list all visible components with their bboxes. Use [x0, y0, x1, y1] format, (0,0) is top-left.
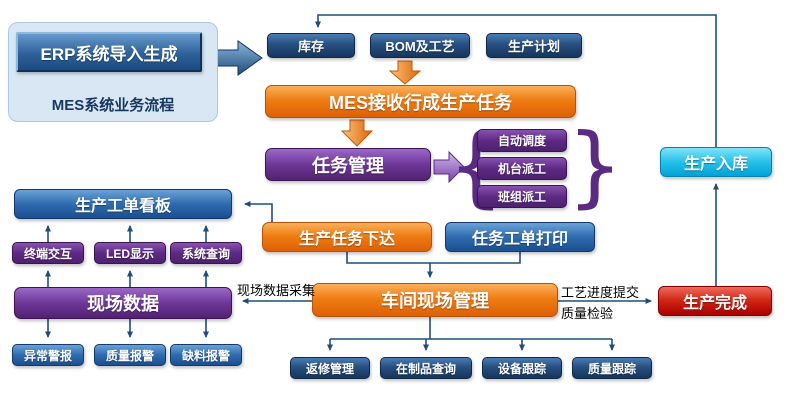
node-equipment-tracking: 设备跟踪	[482, 357, 562, 379]
edge-release-print-join	[346, 252, 521, 264]
node-work-order-print: 任务工单打印	[445, 222, 595, 252]
label-field-data-collection: 现场数据采集	[237, 283, 316, 298]
node-material-alarm: 缺料报警	[170, 344, 242, 366]
node-task-release: 生产任务下达	[262, 222, 432, 252]
node-production-inbound: 生产入库	[660, 147, 772, 177]
node-production-complete: 生产完成	[658, 286, 772, 316]
node-wip-query: 在制品查询	[380, 357, 472, 379]
node-production-plan: 生产计划	[486, 33, 582, 58]
node-machine-dispatch: 机台派工	[477, 157, 567, 180]
node-repair-management: 返修管理	[290, 357, 370, 379]
edge-release-to-kanban	[244, 201, 273, 222]
node-abnormal-alarm: 异常警报	[12, 344, 84, 366]
edge-workshop-fanout	[330, 317, 612, 340]
node-inventory: 库存	[267, 33, 355, 58]
node-terminal-interaction: 终端交互	[12, 242, 84, 264]
edge-inbound-to-inventory	[315, 14, 717, 147]
node-mes-receive: MES接收行成生产任务	[265, 85, 576, 118]
erp-source-label: ERP系统导入生成	[40, 44, 178, 64]
node-workshop-management: 车间现场管理	[312, 283, 558, 317]
node-team-dispatch: 班组派工	[477, 185, 567, 208]
label-quality-inspection: 质量检验	[561, 306, 614, 321]
top-to-mes-arrow	[388, 60, 422, 85]
node-work-order-kanban: 生产工单看板	[14, 189, 232, 219]
node-auto-schedule: 自动调度	[477, 129, 567, 152]
node-quality-tracking: 质量跟踪	[572, 357, 652, 379]
label-process-progress-submit: 工艺进度提交	[561, 285, 640, 300]
node-erp-source: ERP系统导入生成	[16, 32, 202, 72]
connector-lines	[45, 14, 719, 351]
brace-right: }	[567, 114, 623, 217]
node-bom-process: BOM及工艺	[370, 33, 470, 58]
flow-arrows	[203, 40, 465, 184]
task-to-dispatch-arrow	[433, 150, 465, 184]
mes-to-task-arrow	[340, 119, 374, 147]
node-field-data: 现场数据	[14, 287, 232, 319]
node-led-display: LED显示	[94, 242, 166, 264]
diagram-title: MES系统业务流程	[51, 97, 175, 114]
node-task-management: 任务管理	[265, 148, 431, 181]
node-quality-alarm: 质量报警	[94, 344, 166, 366]
node-system-query: 系统查询	[170, 242, 242, 264]
